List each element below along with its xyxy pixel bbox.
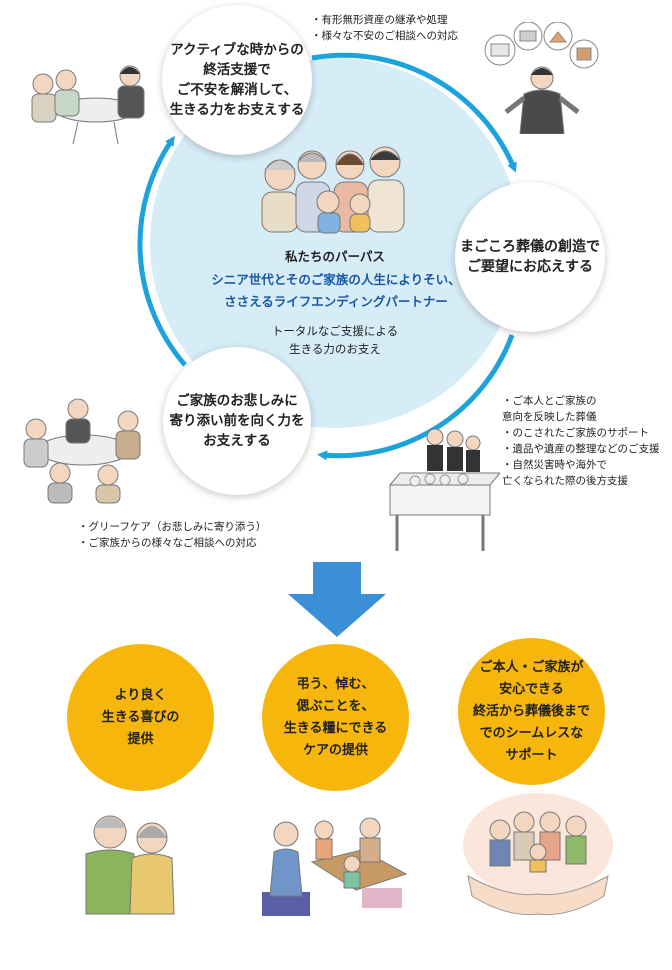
bullets-right: ご本人とご家族の 意向を反映した葬儀 のこされたご家族のサポート 遺品や遺産の整… — [502, 393, 660, 489]
consultation-illustration — [18, 62, 163, 147]
bullet-item: 自然災害時や海外で 亡くなられた際の後方支援 — [502, 457, 660, 489]
funeral-illustration — [385, 425, 500, 553]
purpose-title: 私たちのパーパス — [285, 249, 385, 264]
bullet-item: ご家族からの様々なご相談への対応 — [78, 535, 266, 551]
node-funeral: まごころ葬儀の創造で ご要望にお応えする — [455, 182, 605, 332]
outcome-seamless-support: ご本人・ご家族が 安心できる 終活から葬儀後まで でのシームレスな サポート — [458, 638, 605, 785]
bullet-item: 遺品や遺産の整理などのご支援 — [502, 441, 660, 457]
cycle-arrows — [137, 52, 517, 461]
bullet-item: ご本人とご家族の 意向を反映した葬儀 — [502, 393, 660, 425]
bullet-item: のこされたご家族のサポート — [502, 425, 660, 441]
arrow-bottom-right — [317, 334, 515, 461]
purpose-statement: シニア世代とそのご家族の人生によりそい、 ささえるライフエンディングパートナー — [211, 272, 461, 309]
node-grief-support: ご家族のお悲しみに 寄り添い前を向く力を お支えする — [163, 347, 311, 495]
grief-meeting-illustration — [10, 395, 158, 505]
bullet-item: 有形無形資産の継承や処理 — [311, 12, 458, 28]
staff-advisor-illustration — [478, 22, 608, 134]
down-arrow — [288, 562, 386, 637]
node-end-of-life-support: アクティブな時からの 終活支援で ご不安を解消して、 生きる力をお支えする — [162, 5, 312, 155]
bullets-bottom: グリーフケア（お悲しみに寄り添う） ご家族からの様々なご相談への対応 — [78, 519, 267, 551]
memorial-gathering-illustration — [262, 812, 410, 920]
purpose-subtext: トータルなご支援による 生きる力のお支え — [271, 324, 399, 356]
senior-couple-illustration — [78, 810, 188, 915]
arrow-left — [137, 135, 187, 367]
family-in-hands-illustration — [458, 790, 618, 920]
family-illustration — [250, 140, 420, 235]
bullets-top: 有形無形資産の継承や処理 様々な不安のご相談への対応 — [311, 12, 459, 44]
outcome-care: 弔う、悼む、 偲ぶことを、 生きる糧にできる ケアの提供 — [262, 644, 409, 791]
bullet-item: 様々な不安のご相談への対応 — [311, 28, 459, 44]
outcome-joy: より良く 生きる喜びの 提供 — [67, 644, 214, 791]
bullet-item: グリーフケア（お悲しみに寄り添う） — [78, 519, 267, 535]
arrow-top-right — [311, 52, 517, 173]
